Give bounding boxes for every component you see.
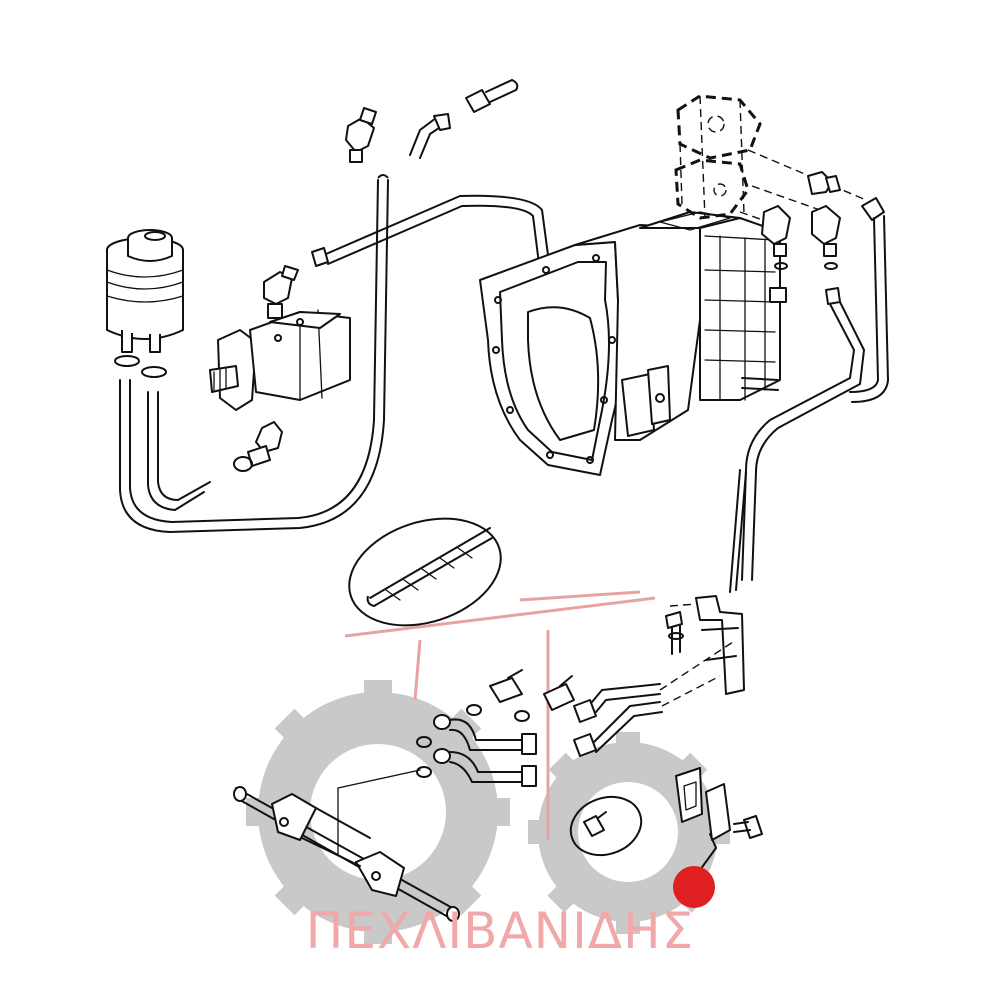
pump-inlet-elbow-fitting	[233, 421, 283, 472]
bracket-bolt	[665, 611, 684, 655]
oil-reservoir	[106, 229, 184, 353]
clamp-plate	[675, 767, 703, 823]
cylinder-feed-pipe-lower	[433, 748, 537, 787]
hose-clamp	[114, 355, 167, 378]
hydraulic-pump	[209, 309, 351, 411]
transmission-housing	[479, 211, 787, 476]
elbow-fitting-top-left	[345, 107, 377, 163]
hose-detail-callout	[348, 517, 502, 627]
clamp-bolt	[733, 815, 763, 839]
pressure-pipe-right	[729, 287, 865, 593]
grease-nipple-detail	[569, 795, 643, 857]
steering-pipe-fittings	[573, 639, 737, 757]
steering-cylinder	[233, 769, 460, 922]
suction-hose	[119, 174, 389, 533]
return-pipe-right	[849, 197, 889, 403]
watermark-brand-text: ΠΕΧΛΙΒΑΝΙΔΗΣ	[305, 902, 695, 960]
control-valve-dashed	[674, 94, 867, 227]
straight-union-fitting	[807, 171, 841, 195]
watermark-logo	[246, 590, 730, 944]
clamp-bracket	[699, 783, 731, 871]
housing-bolt-holes	[492, 254, 616, 464]
pressure-pipe	[311, 194, 551, 273]
pipe-bracket	[669, 595, 745, 695]
cylinder-feed-pipe-upper	[433, 714, 537, 755]
watermark-tractor-outline-icon	[344, 590, 656, 840]
highlight-marker-dot	[673, 866, 715, 908]
pump-outlet-elbow-fitting	[263, 265, 299, 319]
elbow-fitting-valve-right	[811, 205, 841, 270]
banjo-bolt-top	[465, 79, 519, 113]
elbow-fitting-valve-left	[761, 205, 791, 270]
banjo-bolts-and-washers	[416, 669, 575, 778]
bent-tube-fitting-top	[409, 113, 451, 159]
